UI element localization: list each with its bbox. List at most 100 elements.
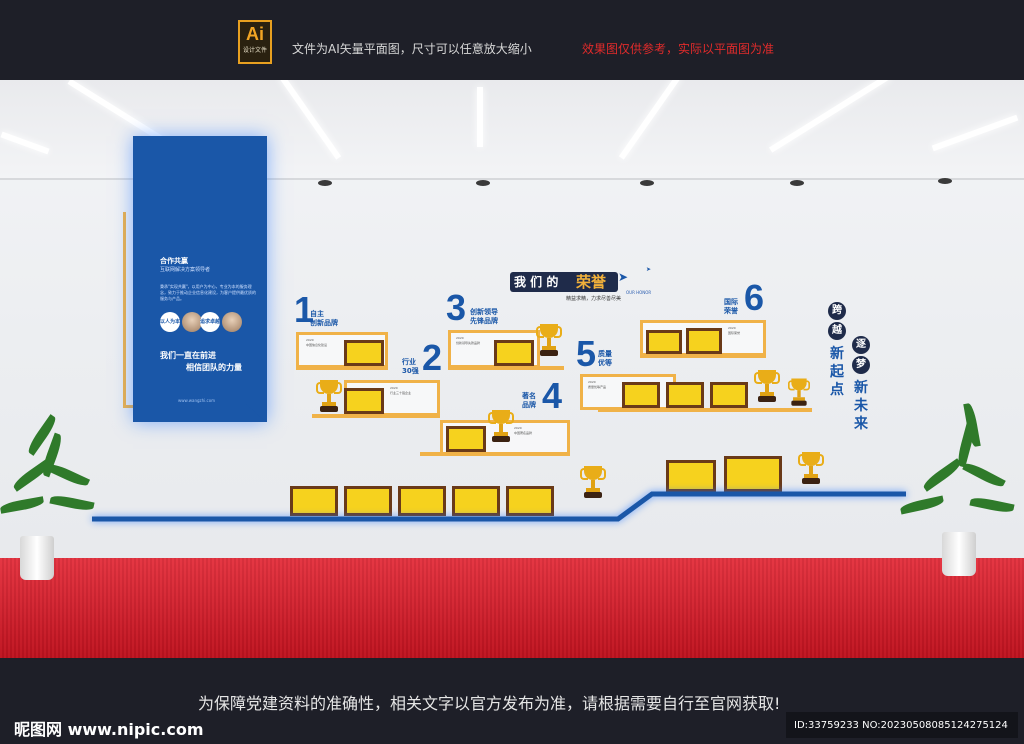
slogan-char: 新 xyxy=(830,346,844,362)
certificate-frame xyxy=(398,486,446,516)
panel-url: www.wangzhi.com xyxy=(178,398,216,403)
milestone-label: 先锋品牌 xyxy=(470,317,498,325)
bracket-text: 2020 中国著名品牌 xyxy=(514,426,533,435)
milestone-label: 行业 xyxy=(402,358,416,366)
honor-subtitle-en: OUR HONOR xyxy=(626,290,652,295)
shelf xyxy=(640,354,766,358)
value-circle: 以人为本 xyxy=(160,312,180,332)
ceiling-edge xyxy=(0,178,1024,180)
milestone-number: 4 xyxy=(542,375,563,416)
bracket-text: 2020 中国信息化建设 xyxy=(306,338,328,347)
panel-slogan-1: 我们一直在前进 xyxy=(160,351,216,360)
ai-badge-text: Ai xyxy=(246,24,264,44)
milestone-number: 5 xyxy=(576,333,597,374)
avatar xyxy=(182,312,202,332)
certificate-frame xyxy=(452,486,500,516)
top-banner: Ai 设计文件 文件为AI矢量平面图，尺寸可以任意放大缩小 效果图仅供参考，实际… xyxy=(0,0,1024,80)
value-circle: 追求卓越 xyxy=(200,312,220,332)
certificate-frame xyxy=(646,330,682,354)
paper-plane-small-icon: ➤ xyxy=(646,266,652,273)
slogan-char: 来 xyxy=(854,416,868,432)
trophy-icon xyxy=(787,378,811,408)
milestone-label: 创新品牌 xyxy=(310,319,338,327)
certificate-frame xyxy=(344,486,392,516)
bracket-text: 2020 创新领导先锋品牌 xyxy=(456,336,481,345)
milestone-label: 国际 xyxy=(724,298,738,306)
shelf xyxy=(420,452,570,456)
trophy-icon xyxy=(488,410,514,444)
milestone-number: 2 xyxy=(422,337,443,378)
panel-slogan-2: 相信团队的力量 xyxy=(186,363,242,372)
milestone-label: 自主 xyxy=(310,310,324,318)
certificate-frame xyxy=(506,486,554,516)
honor-subtitle: 精益求精，力求尽善尽美 xyxy=(566,296,622,302)
ceiling-light xyxy=(477,87,483,147)
honor-title-main: 荣誉 xyxy=(576,273,607,291)
slogan-bubble: 跨 xyxy=(828,302,846,320)
panel-paragraph: 秉承"实现共赢"，以用户为中心，专业为本的服务理念，致力于推动企业信息化建设，为… xyxy=(160,284,256,301)
certificate-frame xyxy=(710,382,748,408)
slogan-bubble: 逐 xyxy=(852,336,870,354)
disclaimer-text: 为保障党建资料的准确性，相关文字以官方发布为准，请根据需要自行至官网获取! xyxy=(198,694,781,713)
certificate-frame xyxy=(666,382,704,408)
bottom-banner xyxy=(0,658,1024,744)
milestone-number: 6 xyxy=(744,277,765,318)
image-id: ID:33759233 NO:20230508085124275124 xyxy=(794,720,1008,731)
id-box xyxy=(786,712,1018,738)
trophy-icon xyxy=(580,466,606,500)
ceiling-spotlight xyxy=(938,178,952,184)
ceiling-spotlight xyxy=(790,180,804,186)
paper-plane-icon: ➤ xyxy=(618,270,629,284)
certificate-frame xyxy=(622,382,660,408)
ai-file-icon: Ai 设计文件 xyxy=(238,20,272,64)
ceiling-spotlight xyxy=(318,180,332,186)
reference-note: 效果图仅供参考，实际以平面图为准 xyxy=(582,42,775,56)
slogan-bubble: 梦 xyxy=(852,356,870,374)
certificate-frame xyxy=(686,328,722,354)
slogan-char: 未 xyxy=(854,398,868,414)
slogan-char: 起 xyxy=(830,364,844,380)
trophy-icon xyxy=(536,324,562,358)
ceiling-spotlight xyxy=(640,180,654,186)
trophy-icon xyxy=(754,370,780,404)
panel-subtitle: 互联网解决方案领导者 xyxy=(160,267,211,273)
slogan-char: 新 xyxy=(854,380,868,396)
milestone-label: 著名 xyxy=(522,392,536,400)
shelf xyxy=(598,408,812,412)
milestone-label: 品牌 xyxy=(522,401,536,409)
intro-blue-panel xyxy=(133,136,267,422)
trophy-icon xyxy=(316,380,342,414)
shelf xyxy=(296,366,388,370)
certificate-frame xyxy=(290,486,338,516)
site-logo: 昵图网 www.nipic.com xyxy=(14,720,204,739)
certificate-frame xyxy=(344,340,384,366)
milestone-label: 创新领导 xyxy=(470,308,498,316)
milestone-label: 质量 xyxy=(598,350,612,358)
bracket-text: 2020 质量优等产品 xyxy=(588,380,607,389)
milestone-label: 荣誉 xyxy=(724,307,738,315)
honor-title-box xyxy=(510,272,618,292)
certificate-frame xyxy=(446,426,486,452)
slogan-bubble: 越 xyxy=(828,322,846,340)
certificate-frame xyxy=(494,340,534,366)
bracket-text: 2020 国际荣誉 xyxy=(728,326,741,335)
shelf xyxy=(448,366,564,370)
certificate-frame xyxy=(344,388,384,414)
red-carpet xyxy=(0,558,1024,658)
honor-title-prefix: 我 们 的 xyxy=(514,275,559,289)
certificate-frame xyxy=(724,456,782,492)
panel-title: 合作共赢 xyxy=(160,257,188,265)
milestone-number: 3 xyxy=(446,287,467,328)
avatar xyxy=(222,312,242,332)
panel-tail xyxy=(246,404,266,422)
ai-badge-sub: 设计文件 xyxy=(242,47,267,54)
shelf xyxy=(312,414,440,418)
milestone-label: 优等 xyxy=(598,359,612,367)
ceiling-spotlight xyxy=(476,180,490,186)
slogan-char: 点 xyxy=(830,382,844,398)
milestone-number: 1 xyxy=(294,289,315,330)
bracket-text: 2020 行业三十强企业 xyxy=(390,386,412,395)
file-note: 文件为AI矢量平面图，尺寸可以任意放大缩小 xyxy=(292,42,532,56)
trophy-icon xyxy=(798,452,824,486)
certificate-frame xyxy=(666,460,716,492)
